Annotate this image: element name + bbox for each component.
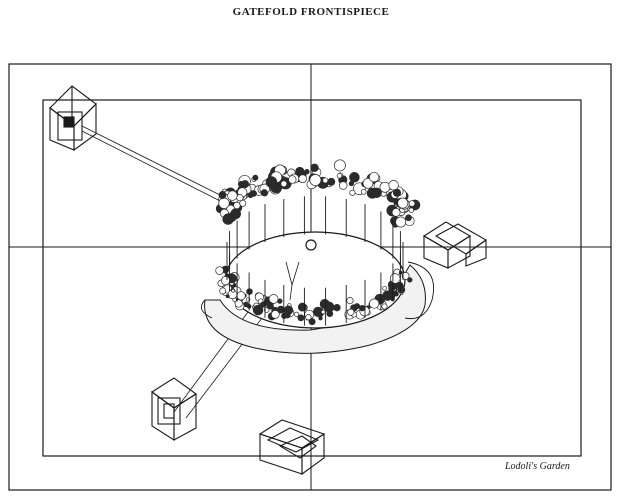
page-title: GATEFOLD FRONTISPIECE	[232, 6, 390, 18]
garden-ground	[200, 261, 434, 354]
cube-icon-bottom-center	[258, 419, 326, 476]
cube-icon-right	[422, 221, 488, 269]
tree-trunks	[226, 196, 404, 326]
inner-frame	[42, 99, 582, 457]
figure-icon	[285, 261, 300, 301]
cube-icon-bottom-left	[151, 377, 197, 442]
tree-canopy	[215, 159, 421, 326]
figure-caption: Lodoli's Garden	[505, 461, 570, 472]
cube-icon-top-left	[49, 85, 97, 152]
fountain-icon	[305, 239, 317, 251]
outer-frame	[8, 63, 612, 491]
